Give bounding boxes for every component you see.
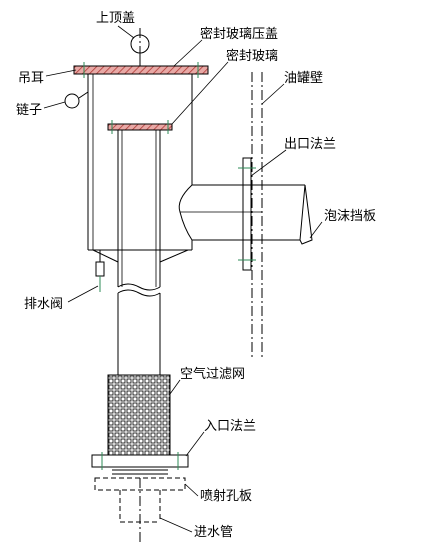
label-foam-baffle: 泡沫挡板: [324, 209, 376, 224]
leader-tank-wall: [261, 83, 285, 105]
leader-seal-glass-cover: [173, 39, 203, 67]
label-chain: 链子: [16, 103, 42, 118]
leader-drain-valve: [67, 285, 99, 303]
top-cover-assembly: [73, 28, 209, 78]
label-tank-wall: 油罐壁: [284, 71, 323, 86]
leader-outlet-flange: [250, 149, 287, 177]
leader-inlet-pipe: [159, 517, 193, 533]
top-cover-plate: [73, 65, 209, 75]
seal-glass: [107, 123, 173, 131]
pipe-break-line: [117, 283, 161, 291]
leader-lifting-lug: [45, 69, 77, 77]
leader-air-filter: [169, 379, 181, 395]
tank-wall: [251, 72, 263, 360]
pipe-break-line-lower: [117, 289, 161, 297]
leader-top-cover: [117, 25, 135, 39]
label-inlet-flange: 入口法兰: [204, 419, 256, 434]
outlet-pipe: [178, 184, 305, 241]
leader-chain: [43, 101, 66, 109]
leader-inlet-flange: [185, 431, 205, 457]
label-lifting-lug: 吊耳: [18, 71, 44, 86]
leader-orifice-plate: [184, 483, 199, 497]
label-seal-glass: 密封玻璃: [226, 48, 278, 64]
housing-funnel-left: [92, 249, 119, 263]
label-top-cover: 上顶盖: [96, 11, 135, 26]
foam-baffle-plate: [270, 184, 306, 241]
inlet-pipe: [119, 478, 161, 545]
label-air-filter: 空气过滤网: [180, 366, 245, 382]
inlet-flange: [91, 454, 189, 468]
label-seal-glass-cover: 密封玻璃压盖: [200, 26, 278, 42]
label-outlet-flange: 出口法兰: [284, 137, 336, 152]
drain-valve-body: [95, 261, 105, 277]
label-drain-valve: 排水阀: [24, 297, 63, 312]
outlet-flange: [238, 157, 256, 271]
air-filter-mesh: [107, 374, 171, 456]
housing: [87, 74, 193, 263]
outlet-pipe-inlet-curve: [178, 184, 193, 241]
chain-ring: [64, 93, 80, 109]
label-orifice-plate: 喷射孔板: [200, 488, 252, 504]
leader-seal-glass: [171, 61, 229, 125]
chain-link: [78, 91, 89, 99]
leader-lines: [43, 25, 323, 533]
vertical-pipe: [117, 130, 161, 375]
labels: 上顶盖 密封玻璃压盖 密封玻璃 吊耳 油罐壁 链子 出口法兰 泡沫挡板 排水阀 …: [16, 11, 376, 540]
outlet-flange-plate: [242, 157, 252, 271]
housing-funnel-right: [159, 249, 189, 263]
chain-assembly: [64, 91, 89, 109]
label-inlet-pipe: 进水管: [194, 525, 233, 540]
foam-baffle-lip: [299, 184, 313, 245]
leader-foam-baffle: [309, 221, 323, 239]
foam-baffle: [270, 184, 313, 245]
drain-valve: [95, 250, 105, 292]
